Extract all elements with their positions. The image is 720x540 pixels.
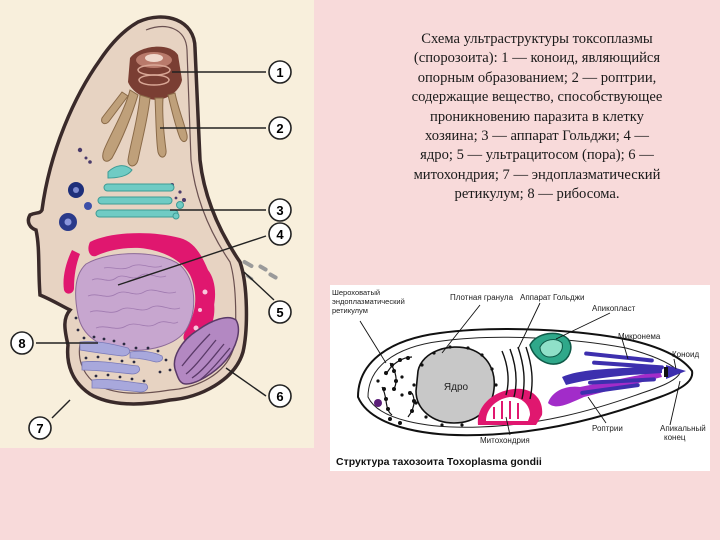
golgi-stack <box>501 346 533 400</box>
caption-line: ретикулум; 8 — рибосома. <box>454 186 620 203</box>
nucleus-label: Ядро <box>444 382 469 393</box>
tachyzoite-conoid <box>664 365 686 379</box>
caption-line: проникновению паразита в клетку <box>430 108 644 125</box>
svg-text:1: 1 <box>276 65 283 80</box>
caption-line: Схема ультраструктуры токсоплазмы <box>421 31 653 47</box>
micronemes <box>580 351 664 395</box>
ribosomes-er <box>79 341 163 393</box>
chromatin-texture <box>87 264 181 329</box>
caption-line: опорным образованием; 2 — роптрии, <box>417 69 657 86</box>
golgi-apparatus <box>95 165 184 220</box>
marker-7: 7 <box>28 416 52 440</box>
tachyzoite-diagram: Ядро <box>332 288 706 468</box>
label-apical-end-2: конец <box>664 433 686 442</box>
svg-text:6: 6 <box>276 389 283 404</box>
nucleus <box>75 253 195 351</box>
caption-line: хозяина; 3 — аппарат Гольджи; 4 — <box>424 128 650 145</box>
rough-er-dots <box>376 356 416 425</box>
label-rough-er-3: ретикулум <box>332 306 368 315</box>
label-rough-er-1: Шероховатый <box>332 288 380 297</box>
marker-4: 4 <box>268 222 292 246</box>
label-conoid: Коноид <box>672 350 699 359</box>
apicoplast <box>529 332 572 365</box>
caption-line: митохондрия; 7 — эндоплазматический <box>413 166 661 183</box>
mitochondrion <box>173 316 240 385</box>
svg-text:5: 5 <box>276 305 283 320</box>
ultracytostome <box>242 260 278 281</box>
marker-5: 5 <box>268 300 292 324</box>
sporozoite-diagram: 1 2 3 4 5 6 7 8 <box>10 15 292 440</box>
marker-3: 3 <box>268 198 292 222</box>
diagram-caption: Схема ультраструктуры токсоплазмы (споро… <box>372 30 702 205</box>
sporozoite-diagram-panel: 1 2 3 4 5 6 7 8 <box>0 0 314 448</box>
tachyzoite-title: Структура тахозоита Toxoplasma gondii <box>336 456 542 468</box>
svg-text:4: 4 <box>276 227 284 242</box>
rough-er <box>381 356 415 418</box>
ribosome-dots <box>74 316 172 383</box>
svg-text:2: 2 <box>276 121 283 136</box>
caption-line: (спорозоита): 1 — коноид, являющийся <box>413 50 661 67</box>
marker-8: 8 <box>10 331 34 355</box>
label-rough-er-2: эндоплазматический <box>332 297 405 306</box>
label-dense-granule: Плотная гранула <box>450 293 514 302</box>
vesicles <box>59 182 92 231</box>
marker-6: 6 <box>268 384 292 408</box>
leader-lines <box>36 71 275 419</box>
label-microneme: Микронема <box>618 332 661 341</box>
svg-text:7: 7 <box>36 421 43 436</box>
caption-line: ядро; 5 — ультрацитосом (пора); 6 — <box>420 147 654 164</box>
label-rhoptries: Роптрии <box>592 424 623 433</box>
label-apicoplast: Апикопласт <box>592 304 636 313</box>
svg-text:3: 3 <box>276 203 283 218</box>
marker-2: 2 <box>268 116 292 140</box>
tachyzoite-diagram-panel: Ядро <box>330 285 710 471</box>
label-apical-end-1: Апикальный <box>660 424 706 433</box>
svg-text:8: 8 <box>18 336 25 351</box>
caption-line: содержащие вещество, способствующее <box>411 89 663 106</box>
tachyzoite-leader-lines <box>359 302 681 436</box>
label-mitochondrion: Митохондрия <box>480 436 530 445</box>
label-golgi: Аппарат Гольджи <box>520 293 584 302</box>
marker-1: 1 <box>268 60 292 84</box>
endoplasmic-reticulum <box>88 233 216 343</box>
